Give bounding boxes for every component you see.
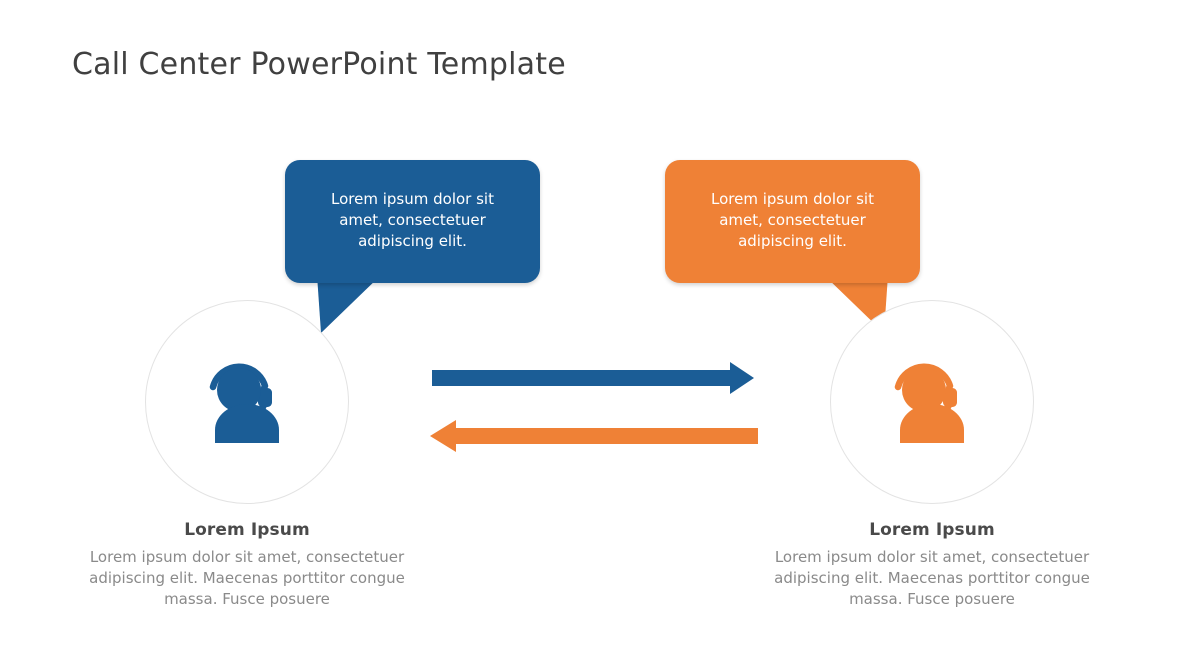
speech-bubble-left-text: Lorem ipsum dolor sit amet, consectetuer… xyxy=(331,190,494,250)
arrow-left-to-right xyxy=(432,362,754,394)
speech-bubble-right[interactable]: Lorem ipsum dolor sit amet, consectetuer… xyxy=(665,160,920,283)
headset-agent-icon xyxy=(209,363,279,443)
caption-left-title: Lorem Ipsum xyxy=(184,520,310,540)
speech-bubble-right-text: Lorem ipsum dolor sit amet, consectetuer… xyxy=(711,190,874,250)
agent-circle-left[interactable] xyxy=(145,300,349,504)
headset-agent-icon xyxy=(894,363,964,443)
page-title: Call Center PowerPoint Template xyxy=(72,47,566,82)
agent-circle-right[interactable] xyxy=(830,300,1034,504)
caption-right: Lorem Ipsum Lorem ipsum dolor sit amet, … xyxy=(767,520,1097,610)
caption-left-body: Lorem ipsum dolor sit amet, consectetuer… xyxy=(89,548,405,608)
caption-right-body: Lorem ipsum dolor sit amet, consectetuer… xyxy=(774,548,1090,608)
caption-right-title: Lorem Ipsum xyxy=(869,520,995,540)
arrow-right-to-left xyxy=(430,420,758,452)
caption-left: Lorem Ipsum Lorem ipsum dolor sit amet, … xyxy=(82,520,412,610)
speech-bubble-left[interactable]: Lorem ipsum dolor sit amet, consectetuer… xyxy=(285,160,540,283)
